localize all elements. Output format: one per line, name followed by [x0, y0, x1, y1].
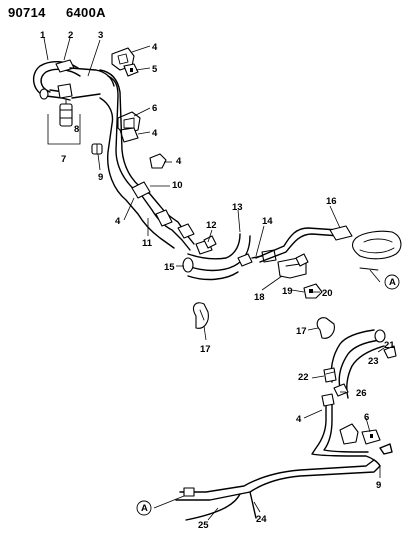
- callout-9-a: 9: [98, 172, 103, 183]
- callout-9-b: 9: [376, 480, 381, 491]
- callout-2: 2: [68, 30, 73, 41]
- leader-lines: [43, 37, 385, 521]
- callout-7: 7: [61, 154, 66, 165]
- callout-8: 8: [74, 124, 79, 135]
- callout-4-d: 4: [115, 216, 121, 227]
- main-tube-bundle: [99, 69, 195, 251]
- ref-a-right: A: [389, 277, 396, 288]
- callout-labels: 1 2 3 4 5 6 4 8 7 9 4 10 4 11 13 12 14 1…: [40, 30, 396, 531]
- diagram-code-left: 90714: [8, 5, 46, 20]
- callout-25: 25: [198, 520, 209, 531]
- callout-4-a: 4: [152, 42, 158, 53]
- callout-10: 10: [172, 180, 183, 191]
- callout-16: 16: [326, 196, 337, 207]
- canister-connector: [351, 230, 402, 271]
- clamp-26: [333, 383, 349, 397]
- callout-14: 14: [262, 216, 273, 227]
- callout-26: 26: [356, 388, 367, 399]
- callout-11: 11: [142, 238, 153, 249]
- callout-6-b: 6: [364, 412, 369, 423]
- callout-15: 15: [164, 262, 175, 273]
- callout-17-a: 17: [200, 344, 211, 355]
- callout-18: 18: [254, 292, 265, 303]
- callout-6-a: 6: [152, 103, 157, 114]
- ref-a-left: A: [141, 503, 148, 514]
- hose-loop-assembly: [33, 59, 115, 101]
- grommet-4-e: [339, 423, 359, 445]
- callout-4-c: 4: [176, 156, 182, 167]
- clip-17-right: [316, 317, 335, 339]
- clamp-5: [123, 63, 139, 77]
- clamp-4-mid: [119, 127, 139, 143]
- callout-12: 12: [206, 220, 217, 231]
- callout-23: 23: [368, 356, 379, 367]
- fuel-filter: [59, 99, 73, 127]
- clip-19-20: [303, 283, 323, 299]
- callout-4-b: 4: [152, 128, 158, 139]
- callout-19: 19: [282, 286, 293, 297]
- lower-tube-bundle: [175, 393, 393, 521]
- callout-22: 22: [298, 372, 309, 383]
- callout-1: 1: [40, 30, 46, 41]
- clip-17-left: [193, 302, 209, 329]
- grommet-4-c: [149, 153, 167, 169]
- tube-16-run: [255, 225, 353, 263]
- callout-5: 5: [152, 64, 158, 75]
- callout-21: 21: [384, 340, 395, 351]
- clamp-6-bottom: [361, 429, 381, 445]
- callout-4-e: 4: [296, 414, 302, 425]
- diagram-code-right: 6400A: [66, 5, 106, 20]
- ref-circle-a-left: [136, 500, 152, 516]
- callout-17-b: 17: [296, 326, 307, 337]
- fitting-22: [323, 367, 337, 383]
- callout-20: 20: [322, 288, 333, 299]
- hose-14-connector: [237, 249, 277, 267]
- bracket-18: [277, 253, 309, 279]
- callout-3: 3: [98, 30, 103, 41]
- callout-13: 13: [232, 202, 243, 213]
- callout-24: 24: [256, 514, 267, 525]
- clip-9-top: [91, 143, 103, 155]
- ref-circle-a-right: [384, 274, 400, 290]
- bracket-7: [47, 114, 81, 145]
